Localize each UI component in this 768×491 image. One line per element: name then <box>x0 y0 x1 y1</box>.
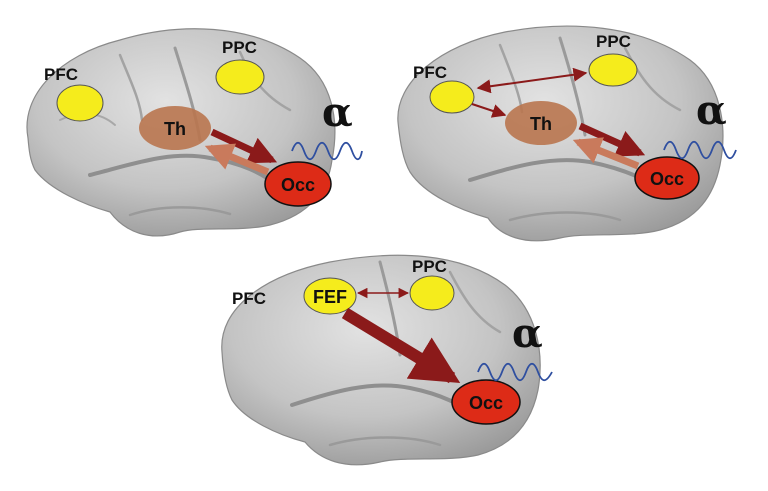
alpha-symbol: α <box>322 89 353 136</box>
brain-3 <box>221 254 541 466</box>
panel-1: PFC PPC Th Occ α <box>26 28 363 237</box>
arrow-fef-to-occ <box>341 307 461 384</box>
thalamus-region <box>505 101 577 145</box>
panel-3: PFC FEF PPC Occ α <box>221 254 553 466</box>
thalamus-region <box>139 106 211 150</box>
alpha-wave <box>477 362 553 382</box>
ppc-region <box>588 53 638 87</box>
ppc-label: PPC <box>412 257 447 276</box>
alpha-wave <box>291 141 363 161</box>
pfc-label: PFC <box>44 65 78 84</box>
arrow-th-to-occ <box>578 122 646 157</box>
pfc-label: PFC <box>232 289 266 308</box>
arrow-occ-to-th <box>204 143 270 176</box>
occ-label: Occ <box>281 175 315 195</box>
pfc-label: PFC <box>413 63 447 82</box>
ppc-label: PPC <box>596 32 631 51</box>
occipital-region <box>634 156 700 200</box>
panel-2: PFC PPC Th Occ α <box>397 25 737 242</box>
alpha-wave <box>663 140 737 160</box>
fef-region <box>303 277 357 315</box>
pfc-region <box>429 80 475 114</box>
occipital-region <box>451 379 521 425</box>
arrow-occ-to-th <box>572 137 640 170</box>
pfc-region <box>56 84 104 122</box>
occ-label: Occ <box>469 393 503 413</box>
fef-label: FEF <box>313 287 347 307</box>
occ-label: Occ <box>650 169 684 189</box>
alpha-symbol: α <box>696 87 727 134</box>
ppc-region <box>409 275 455 311</box>
arrow-pfc-ppc <box>476 67 588 94</box>
ppc-label: PPC <box>222 38 257 57</box>
arrow-th-to-occ <box>210 128 278 164</box>
th-label: Th <box>530 114 552 134</box>
alpha-symbol: α <box>512 310 543 357</box>
ppc-region <box>215 59 265 95</box>
th-label: Th <box>164 119 186 139</box>
arrow-pfc-to-th <box>471 103 507 118</box>
occipital-region <box>264 161 332 207</box>
